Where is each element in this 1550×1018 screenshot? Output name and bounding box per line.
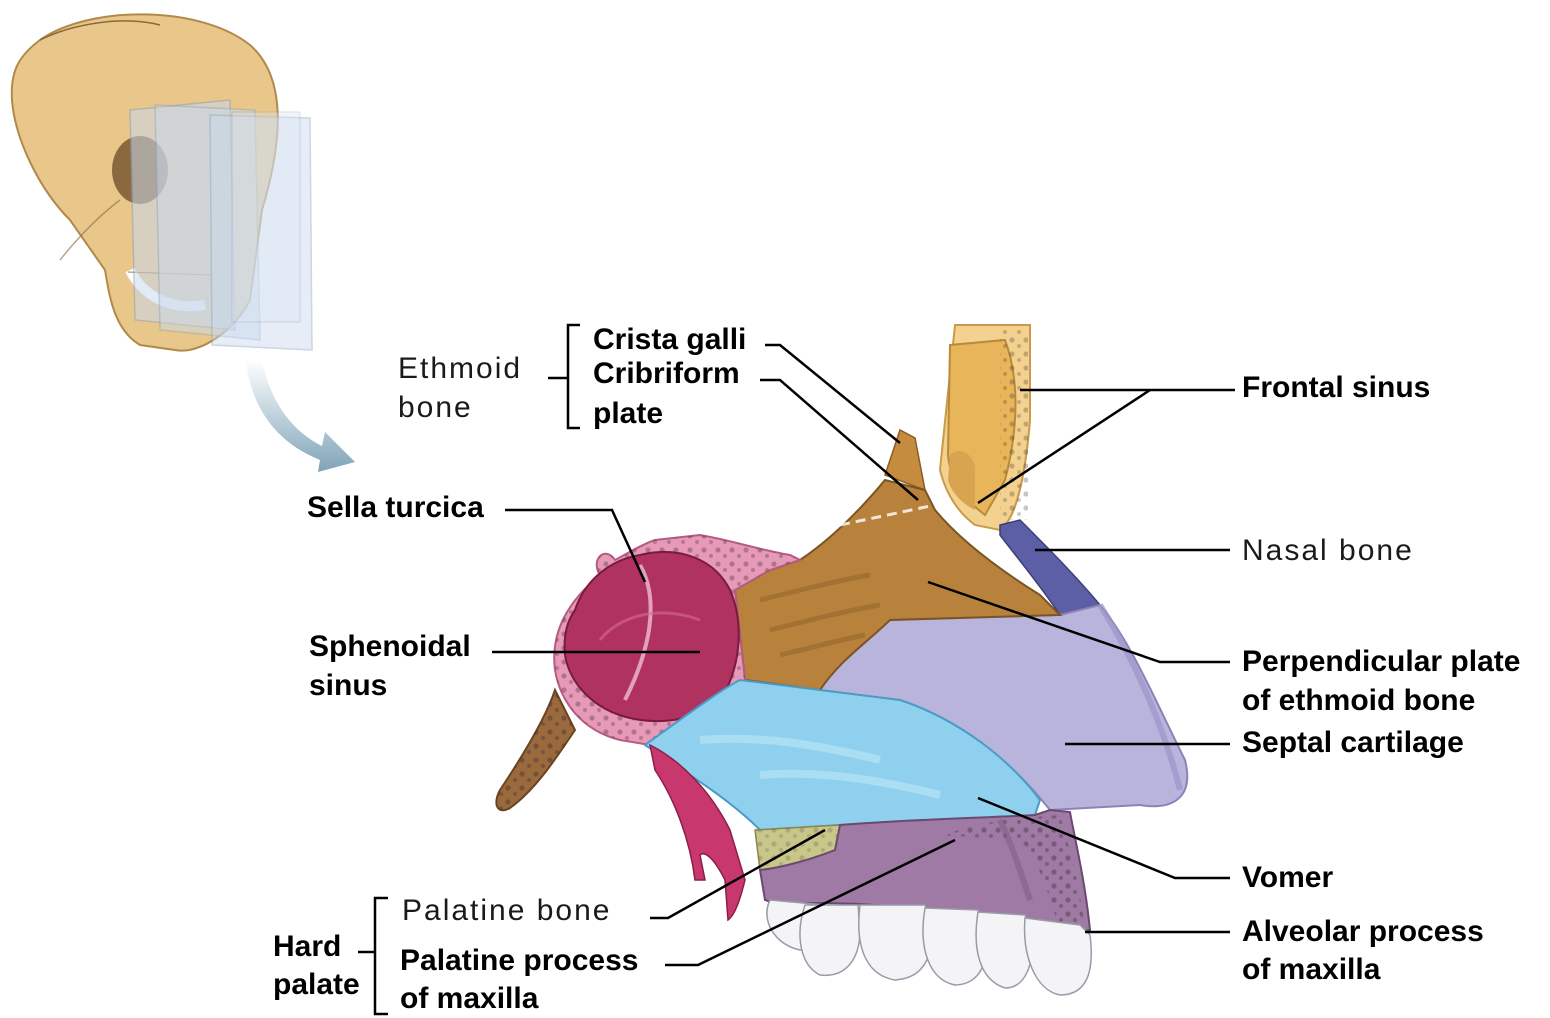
skull-orientation-illustration xyxy=(12,14,312,350)
sella-turcica-label: Sella turcica xyxy=(307,489,484,527)
palatine-bone-label: Palatine bone xyxy=(402,892,612,930)
sphenoidal-sinus-label-line2: sinus xyxy=(309,667,387,705)
alveolar-process-label-line1: Alveolar process xyxy=(1242,913,1484,951)
hard-palate-label-line2: palate xyxy=(273,966,360,1004)
palatine-process-label-line2: of maxilla xyxy=(400,980,538,1018)
hard-palate-label-line1: Hard xyxy=(273,928,341,966)
crista-galli-label: Crista galli xyxy=(593,321,746,359)
palatine-process-label-line1: Palatine process xyxy=(400,942,638,980)
frontal-sinus-label: Frontal sinus xyxy=(1242,369,1430,407)
perpendicular-plate-label-line1: Perpendicular plate xyxy=(1242,643,1520,681)
cribriform-plate-label-line1: Cribriform xyxy=(593,355,740,393)
ethmoid-bone-label-line1: Ethmoid xyxy=(398,350,522,388)
nasal-bone-label: Nasal bone xyxy=(1242,532,1414,570)
vomer-label: Vomer xyxy=(1242,859,1333,897)
septal-cartilage-label: Septal cartilage xyxy=(1242,724,1464,762)
sphenoidal-sinus-label-line1: Sphenoidal xyxy=(309,628,471,666)
alveolar-process-label-line2: of maxilla xyxy=(1242,951,1380,989)
orientation-arrow xyxy=(246,360,355,472)
cribriform-plate-label-line2: plate xyxy=(593,395,663,433)
perpendicular-plate-label-line2: of ethmoid bone xyxy=(1242,682,1475,720)
ethmoid-bone-label-line2: bone xyxy=(398,389,473,427)
